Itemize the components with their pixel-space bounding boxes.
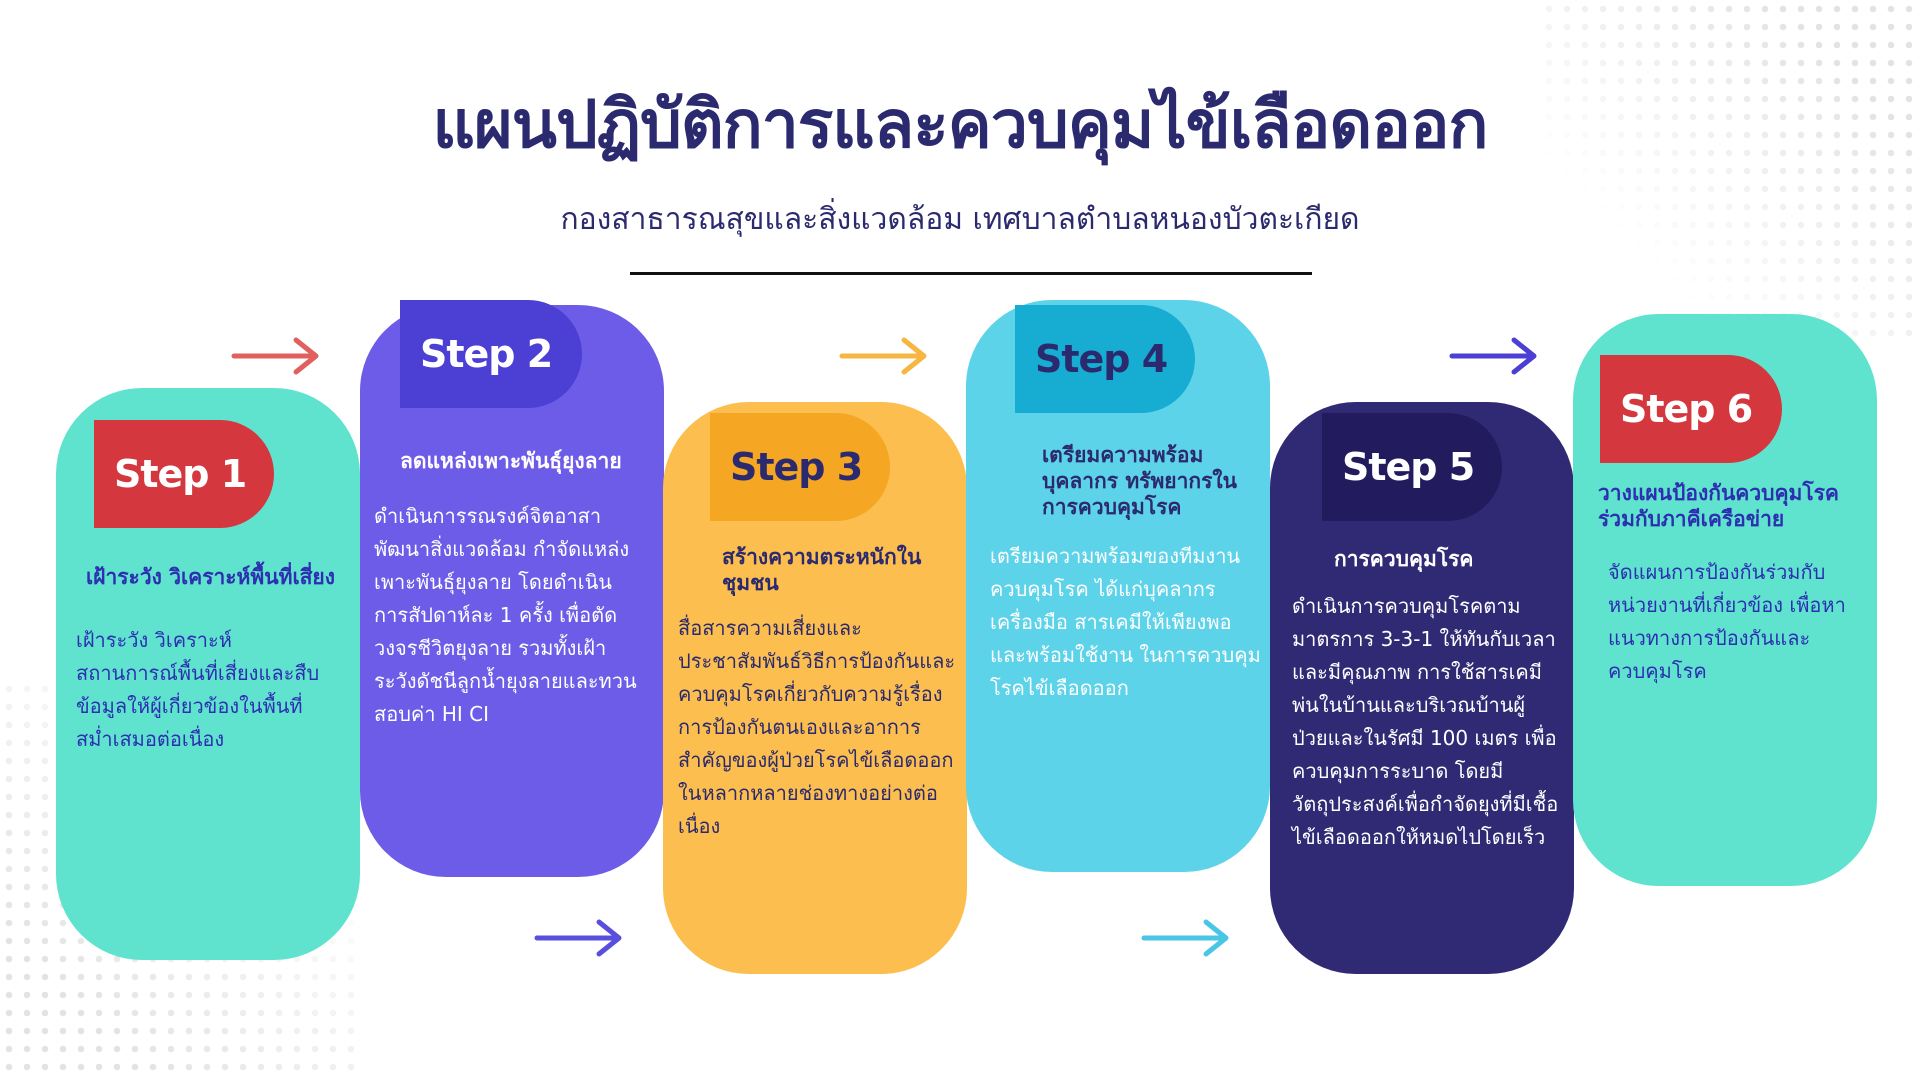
- step-5-body: ดำเนินการควบคุมโรคตามมาตรการ 3-3-1 ให้ทั…: [1292, 594, 1559, 849]
- dot-pattern-top-right: [1540, 0, 1920, 340]
- step-1-body: เฝ้าระวัง วิเคราะห์สถานการณ์พื้นที่เสี่ย…: [76, 628, 320, 751]
- step-4-tab: Step 4: [1015, 305, 1195, 413]
- step-1-tab: Step 1: [94, 420, 274, 528]
- step-4-heading: เตรียมความพร้อมบุคลากร ทรัพยากรในการควบค…: [1042, 443, 1238, 519]
- step-5-tab: Step 5: [1322, 413, 1502, 521]
- step-6-heading: วางแผนป้องกันควบคุมโรคร่วมกับภาคีเครือข่…: [1598, 481, 1839, 531]
- step-6-body: จัดแผนการป้องกันร่วมกับหน่วยงานที่เกี่ยว…: [1608, 560, 1846, 683]
- step-6-tab: Step 6: [1600, 355, 1782, 463]
- page-subtitle: กองสาธารณสุขและสิ่งแวดล้อม เทศบาลตำบลหนอ…: [560, 202, 1360, 237]
- arrow-step3-to-step4: [839, 337, 927, 375]
- page-title: แผนปฏิบัติการและควบคุมไข้เลือดออก: [432, 86, 1488, 163]
- arrow-step2-to-step3: [534, 919, 622, 957]
- step-1-heading: เฝ้าระวัง วิเคราะห์พื้นที่เสี่ยง: [86, 565, 335, 589]
- step-2-tab: Step 2: [400, 300, 582, 408]
- step-3-tab: Step 3: [710, 413, 890, 521]
- step-4-body: เตรียมความพร้อมของทีมงานควบคุมโรค ได้แก่…: [990, 544, 1261, 700]
- arrow-step4-to-step5: [1141, 919, 1229, 957]
- arrow-step5-to-step6: [1449, 337, 1537, 375]
- step-3-body: สื่อสารความเสี่ยงและประชาสัมพันธ์วิธีการ…: [678, 616, 956, 838]
- step-3-heading: สร้างความตระหนักในชุมชน: [722, 545, 922, 595]
- title-divider: [630, 272, 1312, 275]
- step-2-body: ดำเนินการรณรงค์จิตอาสาพัฒนาสิ่งแวดล้อม ก…: [374, 504, 637, 726]
- step-5-heading: การควบคุมโรค: [1334, 547, 1474, 571]
- step-2-heading: ลดแหล่งเพาะพันธุ์ยุงลาย: [400, 449, 622, 473]
- arrow-step1-to-step2: [231, 337, 319, 375]
